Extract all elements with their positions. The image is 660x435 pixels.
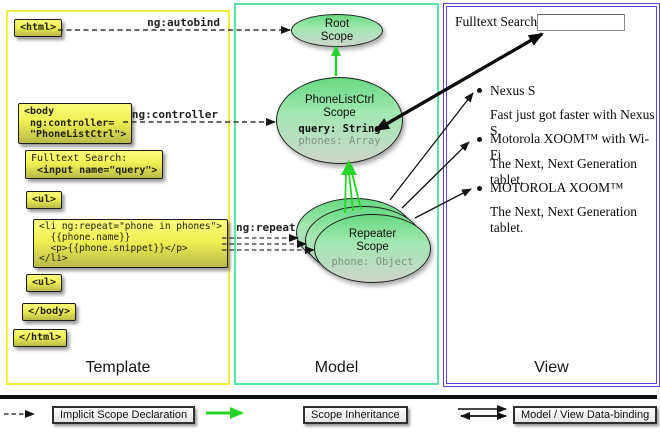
repeater-scope-ellipse: Repeater Scope phone: Object: [314, 214, 431, 283]
code-body-close: </body>: [22, 303, 77, 321]
phonelistctrl-scope-ellipse: PhoneListCtrl Scope query: String phones…: [276, 77, 403, 164]
phone-item-title: MOTOROLA XOOM™: [490, 180, 624, 195]
code-ul-close: <ul>: [26, 274, 63, 292]
view-panel-label: View: [534, 359, 569, 376]
root-scope-title: Root Scope: [320, 17, 354, 43]
phonelistctrl-scope-title: PhoneListCtrl Scope: [304, 93, 375, 119]
bullet-icon: [477, 88, 482, 93]
bullet-icon: [477, 185, 482, 191]
view-search-label: Fulltext Search:: [455, 14, 541, 29]
root-scope-ellipse: Root Scope: [291, 14, 383, 47]
ng-repeat-label: ng:repeat: [236, 221, 296, 234]
legend-data-binding: Model / View Data-binding: [513, 406, 658, 424]
code-body-open: <body ng:controller= "PhoneListCtrl">: [18, 103, 133, 144]
phone-item-snippet: The Next, Next Generation tablet.: [490, 204, 637, 235]
code-html-close: </html>: [13, 329, 68, 347]
ng-controller-label: ng:controller: [131, 108, 218, 121]
model-panel-label: Model: [314, 359, 359, 376]
legend-separator: [0, 395, 657, 399]
phone-item-title: Motorola XOOM™ with Wi-Fi: [490, 131, 650, 162]
code-ul-open: <ul>: [26, 191, 63, 209]
code-fulltext-label: Fulltext Search:: [31, 153, 128, 164]
code-li-repeat: <li ng:repeat="phone in phones"> {{phone…: [33, 219, 229, 269]
code-input-tag: <input name="query">: [37, 164, 158, 176]
fulltext-search-input[interactable]: [537, 14, 625, 31]
query-property: query: String: [298, 122, 381, 135]
phone-property: phone: Object: [331, 256, 414, 269]
bullet-icon: [477, 137, 482, 142]
ng-autobind-label: ng:autobind: [147, 16, 220, 29]
code-fulltext-search: Fulltext Search: <input name="query">: [25, 150, 164, 179]
legend-scope-inheritance: Scope Inheritance: [303, 406, 408, 424]
model-panel: Model: [234, 3, 439, 385]
phones-property: phones: Array: [298, 135, 381, 147]
template-panel-label: Template: [85, 359, 151, 376]
code-html-open: <html>: [14, 19, 63, 37]
legend-implicit-scope: Implicit Scope Declaration: [52, 406, 196, 424]
phone-item-title: Nexus S: [490, 83, 536, 98]
phone-item-snippet: The Next, Next Generation tablet.: [490, 156, 637, 187]
repeater-scope-title: Repeater Scope: [348, 228, 397, 254]
